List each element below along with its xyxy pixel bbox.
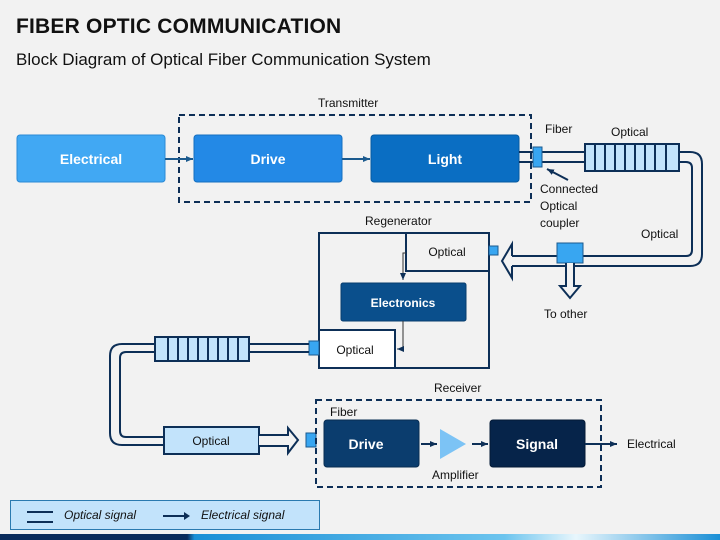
electrical-signal-legend-icon [163, 512, 190, 520]
fiber-arrowhead-to-regenerator [500, 240, 513, 282]
branch-coupler [556, 242, 584, 264]
optical-fiber-segment-top [584, 143, 680, 172]
receiver-label: Receiver [434, 381, 481, 395]
tx-drive-label: Drive [250, 151, 285, 167]
regen-in-port [488, 245, 499, 256]
legend: Optical signal Electrical signal [10, 500, 320, 530]
regen-optical-out-label: Optical [336, 343, 373, 357]
arrow-electronics-to-optical [397, 321, 404, 352]
amplifier-icon [440, 429, 466, 459]
footer-gradient-bar [0, 534, 720, 540]
fiber-arrow-to-receiver [259, 425, 300, 456]
light-box[interactable] [370, 134, 520, 183]
fiber-label: Fiber [545, 122, 572, 136]
regenerator-label: Regenerator [365, 214, 432, 228]
return-loop-outer [109, 343, 164, 446]
amplifier-label: Amplifier [432, 468, 479, 482]
legend-optical-signal: Optical signal [64, 508, 137, 522]
receiver-in-port [305, 432, 317, 448]
optical-signal-legend-icon-line2 [27, 521, 53, 523]
coupler-label-line2: Optical [540, 199, 577, 213]
optical-signal-legend-icon [27, 511, 53, 513]
receiver-group-border [315, 399, 602, 488]
transmitter-label: Transmitter [318, 96, 378, 110]
coupler-label-line3: coupler [540, 216, 579, 230]
optical-label-top: Optical [611, 125, 648, 139]
regen-optical-out-box[interactable] [318, 329, 396, 369]
electronics-label: Electronics [371, 296, 436, 310]
to-other-label: To other [544, 307, 587, 321]
coupler-block [532, 146, 543, 168]
fiber-loop-outer [512, 151, 703, 267]
rx-drive-box[interactable] [323, 419, 420, 468]
signal-label: Signal [516, 436, 558, 452]
receiver-fiber-label: Fiber [330, 405, 357, 419]
fiber-loop-inner [512, 161, 693, 257]
optical-label-right: Optical [641, 227, 678, 241]
page-title: FIBER OPTIC COMMUNICATION [16, 15, 342, 38]
coupler-label-line1: Connected [540, 182, 598, 196]
page-subtitle: Block Diagram of Optical Fiber Communica… [16, 50, 431, 69]
legend-electrical-signal: Electrical signal [201, 508, 285, 522]
rx-drive-label: Drive [348, 436, 383, 452]
regen-out-port [308, 340, 320, 356]
regen-optical-in-label: Optical [428, 245, 465, 259]
regen-optical-in-box[interactable] [405, 232, 490, 272]
light-label: Light [428, 151, 463, 167]
output-electrical-label: Electrical [627, 437, 676, 451]
optical-fiber-segment-bottom [154, 336, 250, 362]
electrical-input-label: Electrical [60, 151, 122, 167]
return-optical-label: Optical [192, 434, 229, 448]
return-optical-box[interactable] [163, 426, 260, 455]
branch-arrow-down [557, 263, 583, 300]
coupler-pointer-arrow [546, 168, 569, 181]
return-loop-inner [119, 351, 164, 438]
arrow-optical-to-electronics [400, 252, 406, 280]
